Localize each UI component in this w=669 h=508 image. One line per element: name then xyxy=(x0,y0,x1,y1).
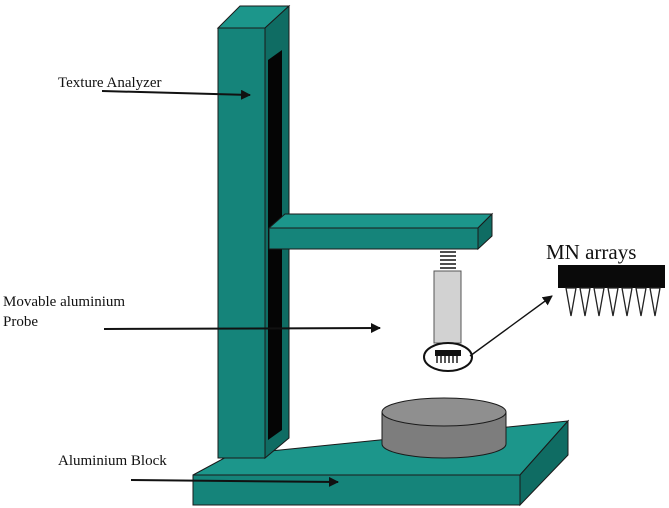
probe-tip-mn-array xyxy=(423,342,473,372)
texture-analyzer-label: Texture Analyzer xyxy=(58,75,161,91)
probe-arrow xyxy=(103,323,381,334)
block-arrow xyxy=(130,476,339,487)
sample-cylinder xyxy=(381,397,507,459)
movable-probe xyxy=(433,270,462,350)
movable-probe-label-line1: Movable aluminium xyxy=(3,294,125,310)
texture-analyzer-arrow xyxy=(101,89,251,100)
horizontal-arm xyxy=(267,212,494,251)
mn-arrays-label: MN arrays xyxy=(546,240,636,264)
spring xyxy=(440,251,456,269)
mn-arrays-enlarged xyxy=(558,265,665,317)
aluminium-block-label: Aluminium Block xyxy=(58,453,167,469)
movable-probe-label-line2: Probe xyxy=(3,314,38,330)
mn-arrays-arrow xyxy=(469,295,553,357)
